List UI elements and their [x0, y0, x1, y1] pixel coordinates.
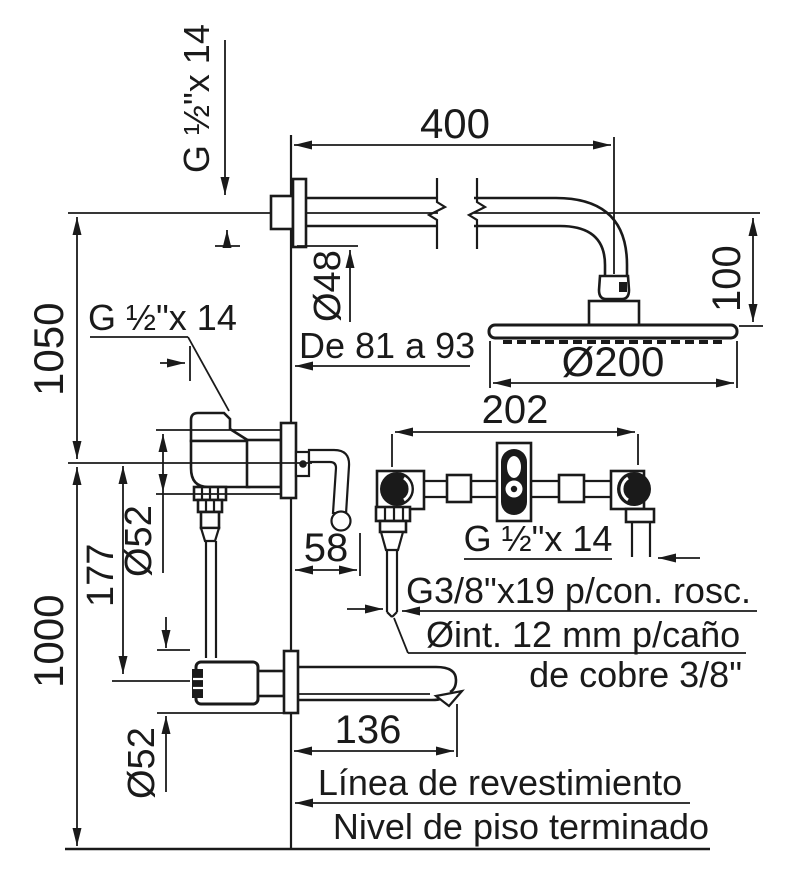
valve-thread-label: G ½"x 14: [88, 297, 237, 338]
handle-lever: [307, 448, 351, 516]
arm-flange-diameter-label: Ø48: [307, 250, 349, 322]
spout-flange-diameter-label: Ø52: [121, 727, 163, 799]
arm-length-label: 400: [420, 100, 490, 147]
arm-thread-label: G ½"x 14: [176, 24, 217, 173]
floor-line-label: Nivel de piso terminado: [333, 806, 709, 847]
labels: G ½"x 14 400 Ø48 De 81 a 93 100 Ø200 202…: [25, 24, 751, 847]
spout-aerator: [433, 689, 465, 708]
bath-spout: [192, 649, 465, 715]
handle-end-cap: [330, 510, 352, 532]
arm-pipe-bottom-line: [306, 224, 607, 266]
spout-length-label: 136: [335, 708, 402, 752]
head-diameter-label: Ø200: [562, 338, 665, 385]
shower-arm: [269, 177, 641, 328]
right-outlet-collar: [624, 507, 656, 524]
head-connector: [587, 299, 641, 328]
mixer-centers-label: 202: [482, 388, 549, 432]
pipe-break-mark: [466, 178, 488, 249]
valve-escutcheon: [279, 421, 298, 500]
arm-wall-nut: [269, 194, 295, 231]
valve-to-spout-label: 177: [80, 544, 122, 607]
cladding-line-label: Línea de revestimiento: [318, 762, 682, 803]
handle-screw: [299, 460, 307, 468]
mixer-thread-label: G ½"x 14: [464, 518, 613, 559]
spout-neck: [256, 669, 286, 698]
bar-block-left: [445, 473, 473, 504]
spout-height-label: 1000: [25, 595, 72, 688]
shower-head: [487, 323, 739, 344]
supply-thread-label: G3/8"x19 p/con. rosc.: [406, 570, 751, 611]
pipe-break-gap: [438, 192, 474, 232]
spout-tube-bottom: [298, 693, 450, 702]
wall-range-label: De 81 a 93: [299, 325, 475, 366]
valve-elbow: [189, 439, 251, 489]
dimension-lines: [72, 40, 763, 846]
shower-valve-height-label: 1050: [25, 303, 72, 396]
arm-escutcheon: [291, 177, 308, 249]
valve-flange-diameter-label: Ø52: [118, 505, 160, 577]
valve-top-inlet: [189, 411, 254, 443]
spout-escutcheon: [282, 649, 300, 715]
spout-body: [194, 660, 260, 706]
supply-pipe-note-2: de cobre 3/8": [529, 654, 742, 695]
spout-inlet-thread: [192, 669, 203, 698]
bar-block-right: [557, 473, 586, 504]
pipe-break-mark: [426, 178, 448, 249]
shower-head-plate: [487, 323, 739, 340]
spout-tube-top: [298, 665, 458, 694]
mixer-front-view: [374, 434, 656, 618]
handle-projection-label: 58: [304, 526, 349, 570]
arm-pipe-top-line: [306, 196, 629, 266]
supply-pipe-note-1: Øint. 12 mm p/caño: [426, 614, 740, 655]
head-ball-joint: [597, 274, 631, 301]
head-drop-label: 100: [705, 245, 749, 312]
